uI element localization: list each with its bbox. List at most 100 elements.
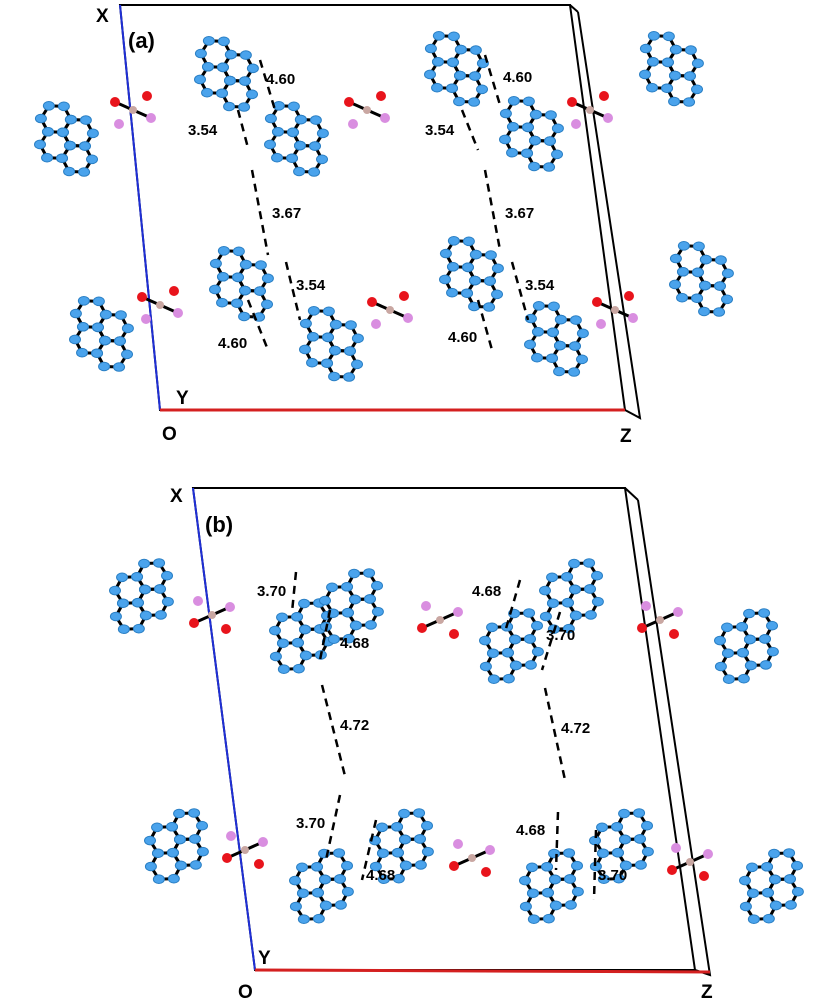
linker-fragment [592,291,638,329]
aromatic-fragment [369,808,434,885]
distance-labels: 3.70 4.68 4.68 3.70 4.72 4.72 3.70 4.68 … [257,583,627,884]
distance-label: 4.60 [503,69,532,86]
contact-line [543,687,567,781]
linker-fragment [367,291,413,329]
z-axis-line [254,968,711,974]
distance-label: 4.60 [218,335,247,352]
distance-label: 4.68 [516,822,545,839]
aromatic-fragment [639,30,704,107]
linker-fragment [189,596,235,634]
contact-line [318,609,332,661]
aromatic-fragment [424,30,489,107]
distance-label: 4.72 [340,717,369,734]
distance-label: 3.54 [296,277,326,294]
aromatic-fragment [194,35,259,112]
distance-labels: 4.60 3.54 4.60 3.54 3.67 3.67 3.54 3.54 … [188,69,555,352]
contact-line [320,684,347,777]
aromatic-fragment [144,808,209,885]
distance-label: 3.67 [272,205,301,222]
contact-lines [236,54,530,351]
linker-fragment [344,91,390,129]
y-axis-label: Y [258,948,271,969]
aromatic-fragment [439,235,504,312]
aromatic-fragment [34,100,99,177]
distance-label: 4.60 [448,329,477,346]
origin-label: O [238,982,253,1000]
distance-label: 3.54 [525,277,555,294]
distance-label: 3.54 [425,122,455,139]
z-axis-label: Z [620,426,632,447]
molecules [109,558,804,925]
linker-fragment [110,91,156,129]
panel-label: (b) [205,512,233,537]
aromatic-fragment [109,558,174,635]
contact-line [246,299,270,351]
linker-fragment [417,601,463,639]
contact-line [483,169,502,251]
aromatic-fragment [589,808,654,885]
unit-cell-frame [118,4,642,420]
panel-label: (a) [128,28,155,53]
distance-label: 3.70 [257,583,286,600]
unit-cell-frame [191,487,712,977]
contact-line [554,811,560,871]
contact-line [360,819,378,881]
linker-fragment [222,831,268,869]
aromatic-fragment [269,598,334,675]
molecules [34,30,734,382]
x-axis-line [119,4,161,411]
aromatic-fragment [499,95,564,172]
z-axis-label: Z [701,982,713,1000]
linker-fragment [667,843,713,881]
contact-line [236,109,250,149]
distance-label: 3.67 [505,205,534,222]
distance-label: 4.60 [266,71,295,88]
contact-line [540,611,562,671]
distance-label: 4.68 [366,867,395,884]
contact-line [258,59,277,111]
aromatic-fragment [524,300,589,377]
aromatic-fragment [209,245,274,322]
contact-line [476,299,494,351]
contact-line [503,579,522,633]
aromatic-fragment [289,848,354,925]
contact-line [284,261,302,321]
contact-line [324,794,342,861]
aromatic-fragment [669,240,734,317]
panel-a: 4.60 3.54 4.60 3.54 3.67 3.67 3.54 3.54 … [34,4,734,447]
aromatic-fragment [739,848,804,925]
distance-label: 3.70 [546,627,575,644]
contact-lines [290,571,598,901]
linker-fragment [637,601,683,639]
aromatic-fragment [539,558,604,635]
panel-b: 3.70 4.68 4.68 3.70 4.72 4.72 3.70 4.68 … [109,486,804,1000]
x-axis-line [192,487,256,971]
contact-line [290,571,298,613]
distance-label: 3.54 [188,122,218,139]
contact-line [510,261,530,321]
aromatic-fragment [519,848,584,925]
aromatic-fragment [69,295,134,372]
linker-fragment [137,286,183,324]
x-axis-label: X [96,6,109,27]
linker-fragment [449,839,495,877]
linker-fragment [567,91,613,129]
distance-label: 4.68 [472,583,501,600]
origin-label: O [162,424,177,445]
y-axis-label: Y [176,388,189,409]
distance-label: 4.72 [561,720,590,737]
contact-line [483,54,502,106]
distance-label: 3.70 [296,815,325,832]
distance-label: 3.70 [598,867,627,884]
aromatic-fragment [479,608,544,685]
aromatic-fragment [714,608,779,685]
contact-line [250,169,270,256]
contact-line [460,109,480,151]
aromatic-fragment [264,100,329,177]
aromatic-fragment [319,568,384,645]
aromatic-fragment [299,305,364,382]
distance-label: 4.68 [340,635,369,652]
x-axis-label: X [170,486,183,507]
contact-line [592,829,598,901]
